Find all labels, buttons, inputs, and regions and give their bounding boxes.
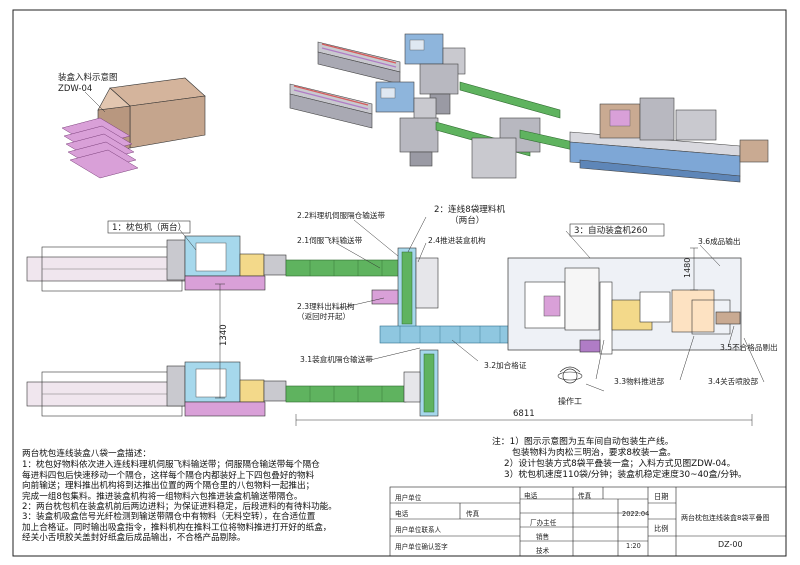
dim-6811-label: 6811: [513, 409, 535, 419]
dim-1480-label: 1480: [683, 258, 692, 278]
tb-fax: 传真: [466, 510, 480, 518]
conv-21-label: 2.1伺服飞料输送带: [297, 235, 363, 245]
unload-23-label-2: （返回时开起）: [297, 311, 350, 321]
description-line: 向前输送；理料推出机构将到达推出位置的两个隔仓里的八包物料一起推出；: [22, 481, 315, 492]
description-line: 2：两台枕包机在装盒机前后两边进料；为保证进料稳定，后段进料的有待料功能。: [22, 502, 337, 513]
description-line: 每进料四包后快速移动一个隔仓，这样每个隔仓内都装好上下四包叠好的物料: [22, 470, 315, 481]
sort-machine-lower: [403, 349, 439, 417]
iso-cartoner: [569, 97, 769, 183]
tb-phone2: 电话: [524, 492, 538, 500]
tb-drawing-title: 两台枕包连线装盒8袋平叠图: [681, 514, 770, 522]
out-36-label: 3.6成品输出: [698, 236, 740, 246]
pillow-packer-upper: [26, 235, 287, 292]
servo-conveyor-lower: [285, 385, 407, 403]
tb-factory-director: 厂办主任: [530, 519, 557, 527]
tb-fax2: 传真: [578, 492, 592, 500]
tb-date-label: 日期: [654, 492, 669, 501]
title-block: [389, 486, 787, 557]
description-line: 1：枕包好物料依次进入连线料理机伺服飞料输送带；伺服隔仓输送带每个隔仓: [22, 460, 320, 471]
tb-sales: 销售: [536, 533, 550, 541]
note-line: 注：1）图示示意图为五车间自动包装生产线。: [492, 437, 674, 447]
pillow-packer-lower: [26, 361, 287, 417]
pillow-machine-label: 1：枕包机（两台）: [112, 221, 186, 233]
description-line: 经关小舌喷胶关盖封好纸盒后成品输出，不合格产品剔除。: [22, 533, 246, 544]
tb-date-value: 2022.04: [622, 510, 650, 518]
notes-block: 注：1）图示示意图为五车间自动包装生产线。 包装物料为肉松三明治，要求8枚装一盒…: [492, 437, 792, 481]
tb-user-confirm: 用户单位确认签字: [395, 543, 448, 551]
carton-diagram: 装盒入料示意图 ZDW-04: [58, 72, 206, 179]
servo-conveyor-upper: [285, 259, 405, 277]
plan-view: 1340 6811 1480: [26, 216, 765, 426]
tb-user-unit: 用户单位: [395, 494, 422, 502]
note-line: 3）枕包机速度110袋/分钟；装盒机稳定速度30~40盒/分钟。: [504, 470, 747, 480]
note-line: 2）设计包装方式8袋平叠装一盒；入料方式见图ZDW-04。: [504, 459, 736, 469]
process-description: 两台枕包连线装盒八袋一盒描述： 1：枕包好物料依次进入连线料理机伺服飞料输送带；…: [22, 449, 422, 544]
conv-22-label: 2.2料理机伺服隔仓输送带: [297, 210, 385, 220]
tb-drawing-no: DZ-00: [718, 540, 743, 549]
tb-phone: 电话: [395, 510, 409, 518]
cartoner-label: 3：自动装盒机260: [574, 224, 647, 236]
push-33-label: 3.3物料推进部: [614, 376, 664, 386]
operator-label: 操作工: [558, 396, 582, 406]
sort-machine-label-2: （两台）: [450, 214, 484, 226]
tb-scale-label: 比例: [654, 524, 669, 533]
description-title: 两台枕包连线装盒八袋一盒描述：: [22, 449, 151, 459]
iso-pillow-packer-upper: [317, 33, 466, 115]
iso-green-conveyors: [435, 81, 601, 179]
cert-32-label: 3.2加合格证: [484, 360, 527, 370]
operator-figure: [557, 366, 583, 384]
note-line: 包装物料为肉松三明治，要求8枚装一盒。: [512, 448, 676, 458]
conveyor-slats: [309, 260, 383, 402]
tb-scale-value: 1:20: [626, 542, 641, 550]
description-line: 加上合格证。同时输出吸盒指令，推料机构在推料工位将物料推进打开好的纸盒，: [22, 522, 332, 533]
isometric-view: 装盒入料示意图 ZDW-04: [58, 33, 769, 183]
glue-34-label: 3.4关舌喷胶部: [708, 376, 758, 386]
carton-diagram-title: 装盒入料示意图: [58, 72, 118, 83]
sort-machine-upper: [371, 247, 439, 329]
conv-31-label: 3.1装盒机隔仓输送带: [300, 354, 373, 364]
carton-diagram-code: ZDW-04: [58, 84, 92, 94]
cartoner-frame: [569, 223, 665, 237]
description-line: 3：装盒机吸盒信号光纤检测到输送带隔仓中有物料（无料空转），在合适位置: [22, 512, 316, 523]
dimension-lines: [215, 247, 753, 426]
tb-technical: 技术: [536, 547, 550, 555]
reject-35-label: 3.5不合格品剔出: [720, 342, 778, 352]
description-line: 完成一组8包集料。推进装盒机构将一组物料六包推进装盒机输送带隔仓。: [22, 491, 303, 502]
dim-1340-label: 1340: [219, 324, 229, 346]
push-24-label: 2.4推进装盒机构: [428, 235, 486, 245]
cartoner-body: [507, 257, 742, 355]
sort-machine-label-1: 2：连线8袋理料机: [434, 203, 505, 215]
unload-23-label-1: 2.3理料出料机构: [297, 301, 355, 311]
tb-user-contact: 用户单位联系人: [395, 526, 442, 534]
pillow-machine-frame: [107, 220, 191, 234]
iso-pillow-packer-lower: [289, 81, 439, 167]
callouts: 1：枕包机（两台） 2：连线8袋理料机 （两台） 3：自动装盒机260 2.2料…: [107, 203, 778, 406]
